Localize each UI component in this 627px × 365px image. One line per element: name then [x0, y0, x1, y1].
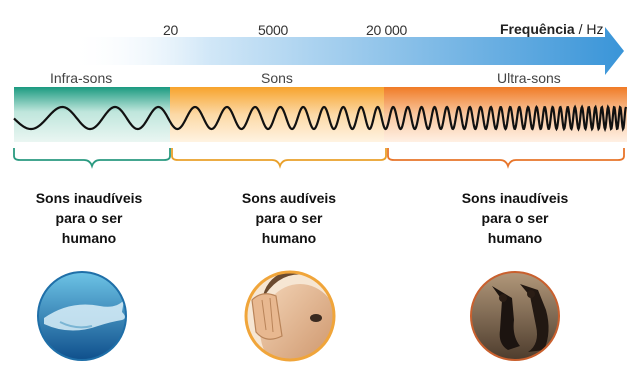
axis-title-label: Frequência	[500, 21, 575, 37]
caption-line: para o ser	[481, 210, 549, 226]
bat-circle-border	[470, 271, 560, 361]
ultrasound-brace	[387, 148, 625, 169]
caption-line: para o ser	[55, 210, 123, 226]
bat-icon	[471, 272, 559, 360]
caption-line: Sons inaudíveis	[35, 190, 143, 206]
tick-label-20: 20	[163, 22, 178, 38]
infrasound-brace	[13, 148, 171, 169]
caption-line: humano	[61, 230, 117, 246]
sound-wave	[13, 104, 627, 133]
tick-label-20000: 20 000	[366, 22, 408, 38]
band-label-infrasound: Infra-sons	[50, 70, 113, 86]
axis-title: Frequência / Hz	[500, 22, 603, 36]
caption-line: humano	[487, 230, 543, 246]
caption-line: Sons audíveis	[241, 190, 337, 206]
frequency-arrow	[70, 27, 624, 75]
child-circle-border	[244, 270, 336, 362]
infrasound-band	[14, 87, 174, 142]
band-label-audible: Sons	[261, 70, 293, 86]
whale-icon	[38, 272, 126, 360]
band-label-ultrasound: Ultra-sons	[497, 70, 561, 86]
caption-line: Sons inaudíveis	[461, 190, 569, 206]
audible-brace	[171, 148, 387, 169]
whale-circle-border	[37, 271, 127, 361]
caption-ultrasound: Sons inaudíveis para o ser humano	[430, 188, 600, 248]
tick-label-5000: 5000	[258, 22, 288, 38]
caption-line: para o ser	[255, 210, 323, 226]
axis-unit: / Hz	[578, 21, 604, 37]
caption-infrasound: Sons inaudíveis para o ser humano	[4, 188, 174, 248]
caption-line: humano	[261, 230, 317, 246]
audible-band	[170, 87, 388, 142]
caption-audible: Sons audíveis para o ser humano	[204, 188, 374, 248]
